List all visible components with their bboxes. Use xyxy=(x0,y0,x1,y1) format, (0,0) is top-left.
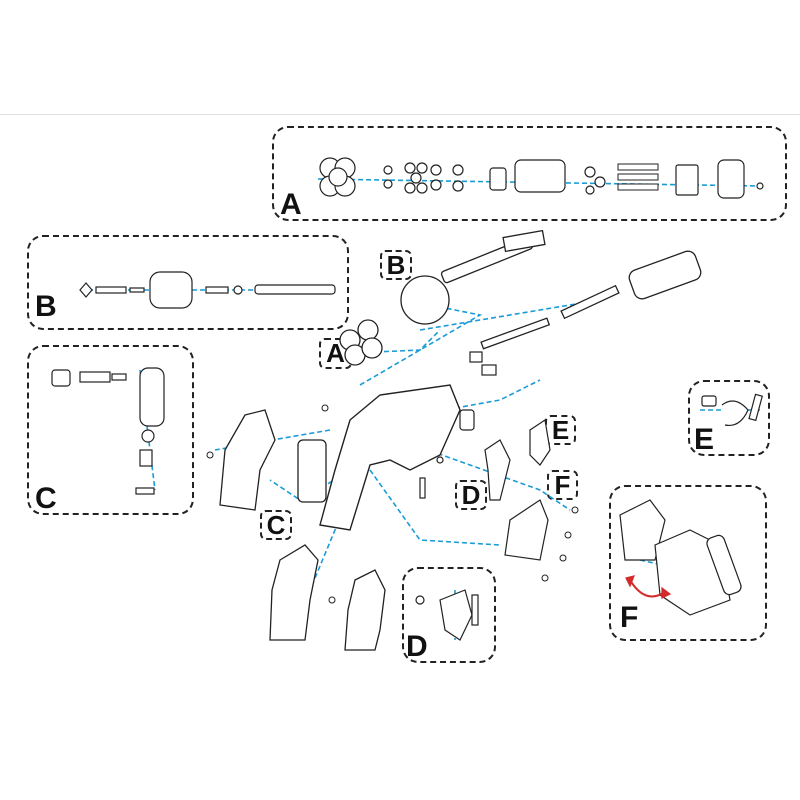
spring-icon xyxy=(560,284,620,320)
spring-icon xyxy=(617,163,659,191)
main-barrel-assembly xyxy=(339,229,702,366)
hammer-icon xyxy=(439,589,473,641)
cylinder-icon xyxy=(319,157,356,197)
group-d-parts xyxy=(415,589,479,641)
group-a-parts xyxy=(319,157,764,199)
detail-box-f-label: F xyxy=(620,601,639,634)
header-divider xyxy=(0,114,800,115)
trigger-group-parts xyxy=(419,351,551,561)
group-tag-c: C xyxy=(260,510,292,540)
detail-box-a-label: A xyxy=(280,188,302,221)
detail-box-a xyxy=(272,126,787,221)
cylinder-icon xyxy=(149,271,193,309)
frame-icon xyxy=(319,384,461,531)
barrel-rod-icon xyxy=(254,284,336,295)
group-f-parts xyxy=(619,499,742,616)
cartridge-rings xyxy=(383,162,464,194)
retainer-parts xyxy=(675,159,764,199)
cylinder-icon xyxy=(400,275,450,325)
detail-box-d xyxy=(402,567,496,663)
ejector-star-icon xyxy=(79,282,93,298)
spring-icon xyxy=(721,400,749,427)
group-tag-d: D xyxy=(455,480,487,510)
detail-box-d-label: D xyxy=(406,630,428,663)
group-c-parts xyxy=(51,367,165,495)
detail-box-e xyxy=(688,380,770,456)
grip-icon xyxy=(219,409,276,511)
detail-box-c-label: C xyxy=(35,482,57,515)
group-b-parts xyxy=(79,271,336,309)
detail-box-b xyxy=(27,235,349,330)
group-tag-f: F xyxy=(547,470,578,500)
group-e-parts xyxy=(701,393,763,427)
spring-icon xyxy=(79,371,111,383)
magazine-tube-icon xyxy=(139,367,165,427)
detail-box-f xyxy=(609,485,767,641)
ejector-parts xyxy=(489,159,606,195)
trigger-icon xyxy=(484,439,511,501)
grip-parts xyxy=(219,409,386,651)
grip-icon xyxy=(344,569,386,651)
detail-box-c xyxy=(27,345,194,515)
screw-icon xyxy=(206,404,579,604)
hammer-icon xyxy=(529,418,551,466)
group-tag-b: B xyxy=(380,250,412,280)
detail-box-b-label: B xyxy=(35,290,57,323)
detail-box-e-label: E xyxy=(694,423,715,456)
grip-icon xyxy=(269,544,319,641)
